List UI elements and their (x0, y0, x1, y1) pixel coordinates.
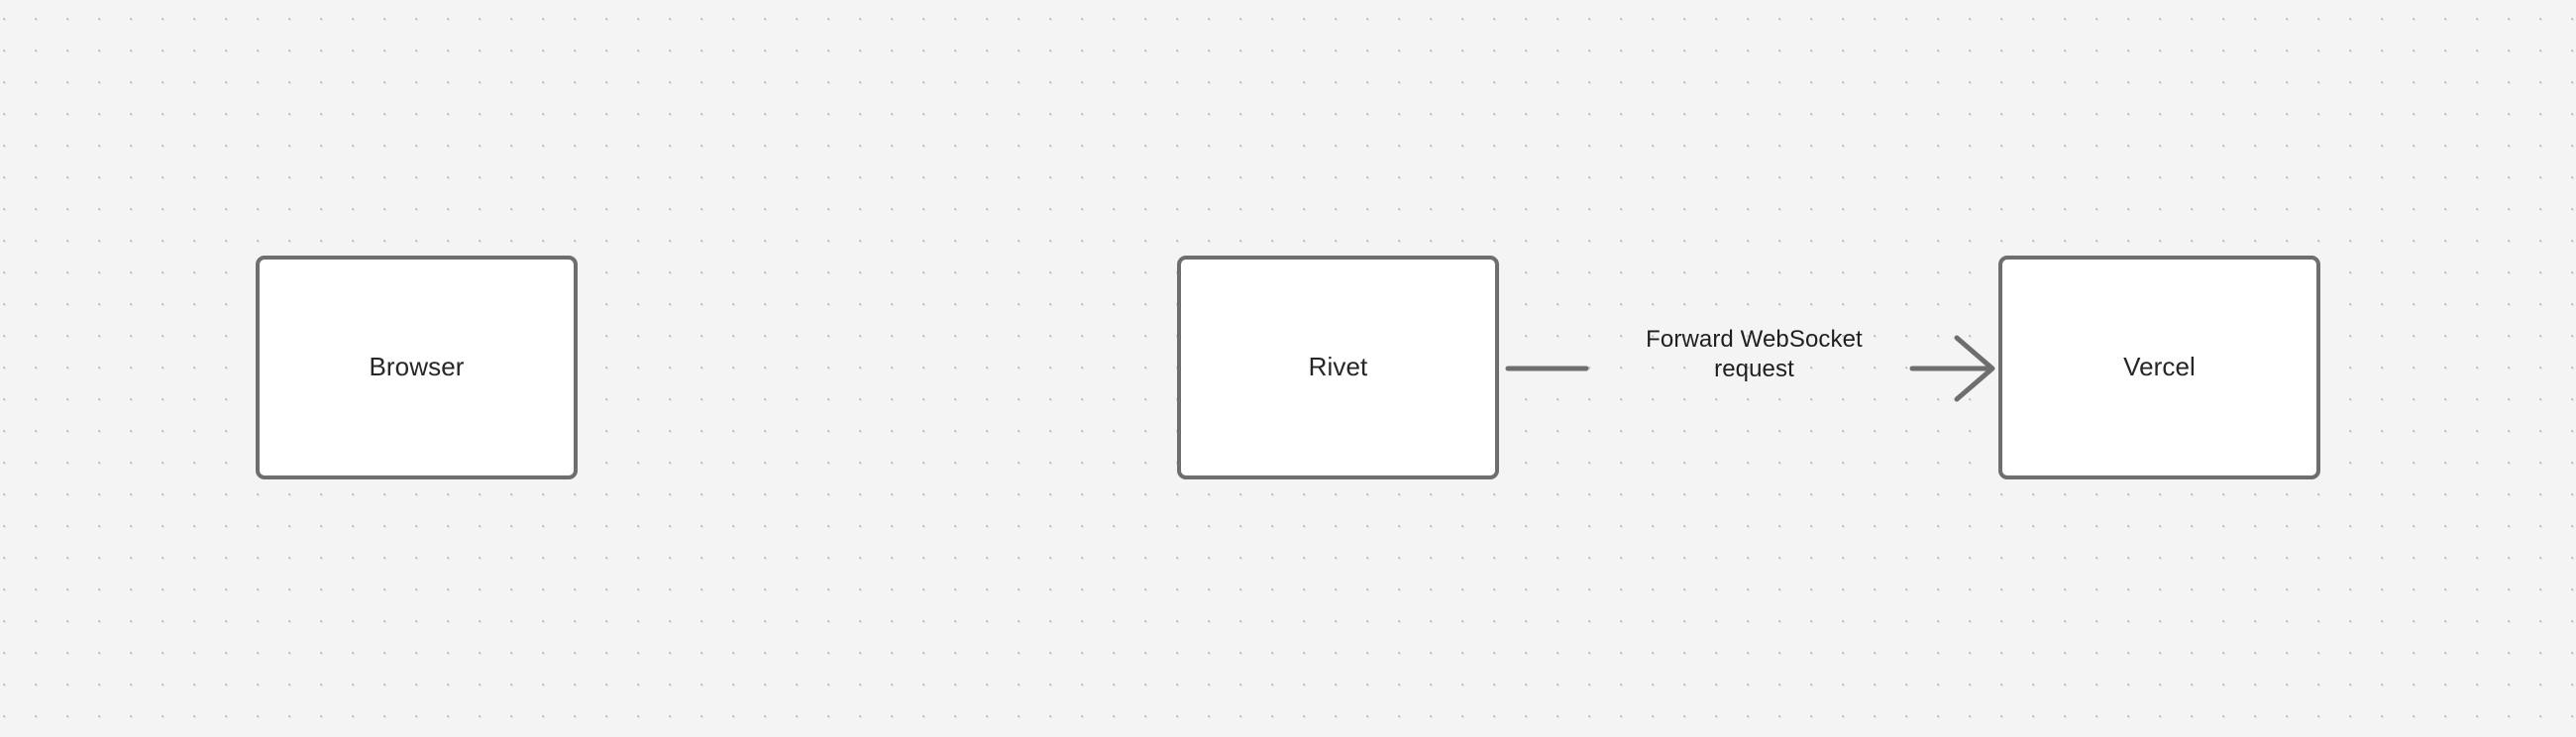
edge-label-line-2: request (1714, 356, 1794, 382)
node-browser-label: Browser (369, 352, 465, 382)
node-rivet-label: Rivet (1308, 352, 1368, 382)
arrowhead-icon (1954, 335, 1995, 402)
edge-label-line-1: Forward WebSocket (1646, 326, 1863, 353)
node-vercel-label: Vercel (2123, 352, 2196, 382)
node-browser[interactable]: Browser (256, 256, 578, 479)
node-vercel[interactable]: Vercel (1998, 256, 2320, 479)
edge-label-rivet-to-vercel[interactable]: Forward WebSocket request (1593, 325, 1915, 384)
node-rivet[interactable]: Rivet (1177, 256, 1499, 479)
